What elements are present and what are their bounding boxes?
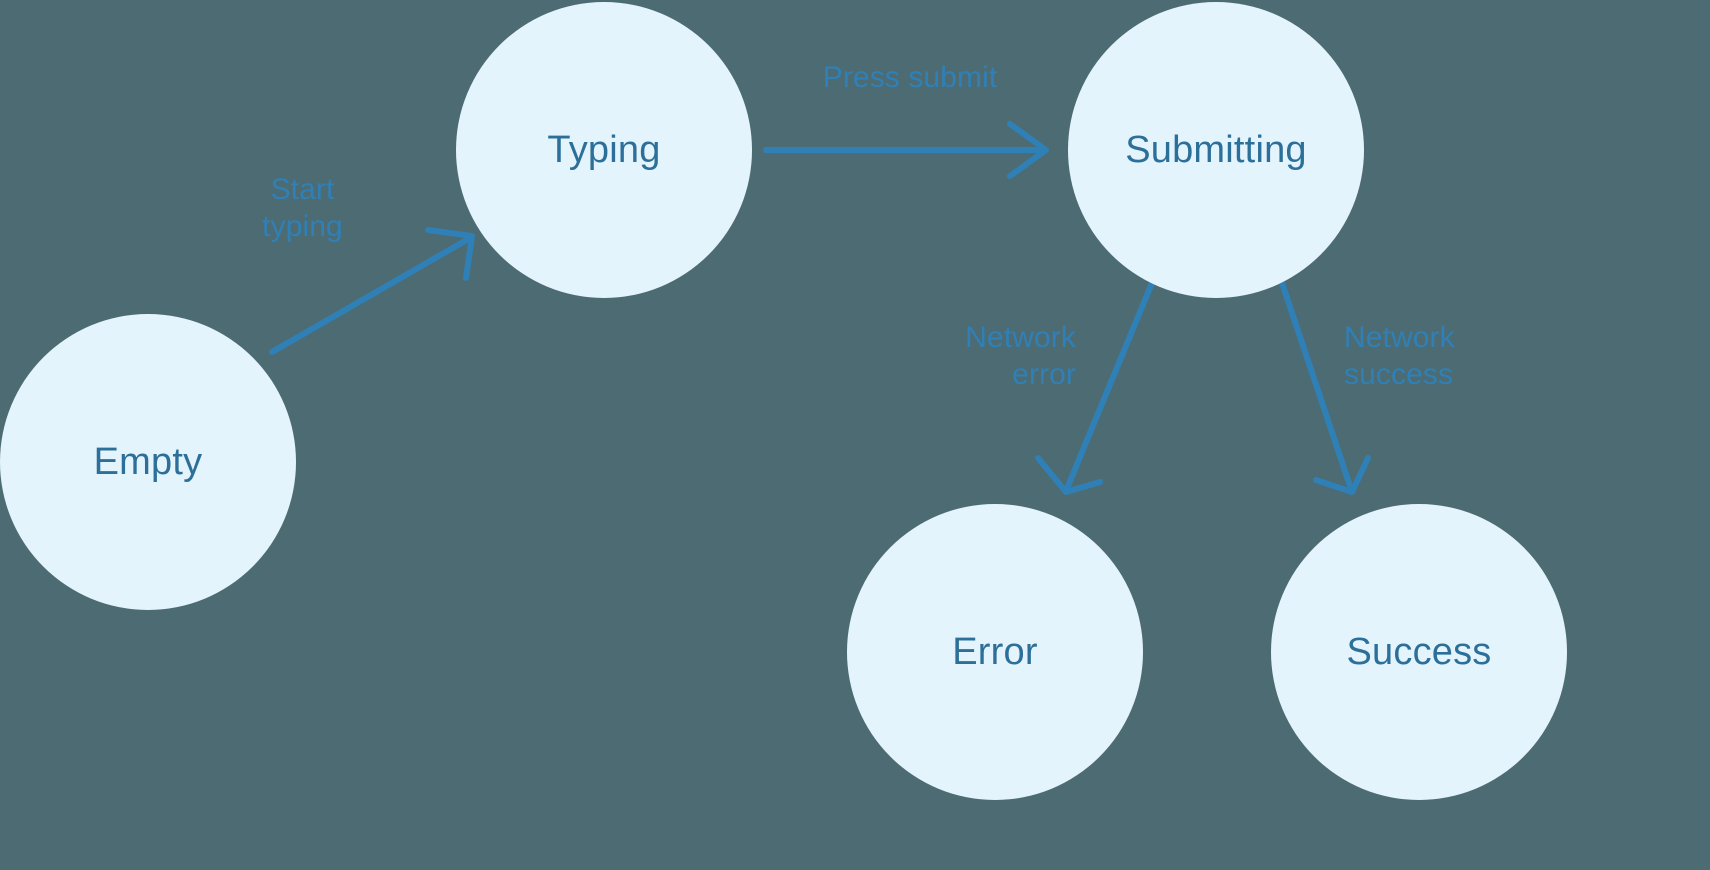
state-node-submitting[interactable]: Submitting: [1068, 2, 1364, 298]
state-label-typing: Typing: [547, 129, 661, 171]
state-label-submitting: Submitting: [1125, 129, 1307, 171]
state-node-empty[interactable]: Empty: [0, 314, 296, 610]
state-label-error: Error: [952, 631, 1038, 673]
edge-submitting-to-error: [1035, 280, 1155, 495]
state-node-error[interactable]: Error: [847, 504, 1143, 800]
state-node-typing[interactable]: Typing: [456, 2, 752, 298]
edge-typing-to-submitting: [763, 121, 1049, 179]
state-label-success: Success: [1346, 631, 1492, 673]
edge-label-press-submit: Press submit: [822, 61, 998, 94]
edge-label-network-success: Network success: [1344, 321, 1455, 391]
edge-label-network-error: Network error: [965, 321, 1076, 391]
state-label-empty: Empty: [93, 441, 203, 483]
edge-submitting-to-success: [1279, 280, 1371, 495]
edge-empty-to-typing: [269, 227, 475, 355]
state-node-success[interactable]: Success: [1271, 504, 1567, 800]
edge-label-start-typing: Start typing: [262, 173, 343, 243]
